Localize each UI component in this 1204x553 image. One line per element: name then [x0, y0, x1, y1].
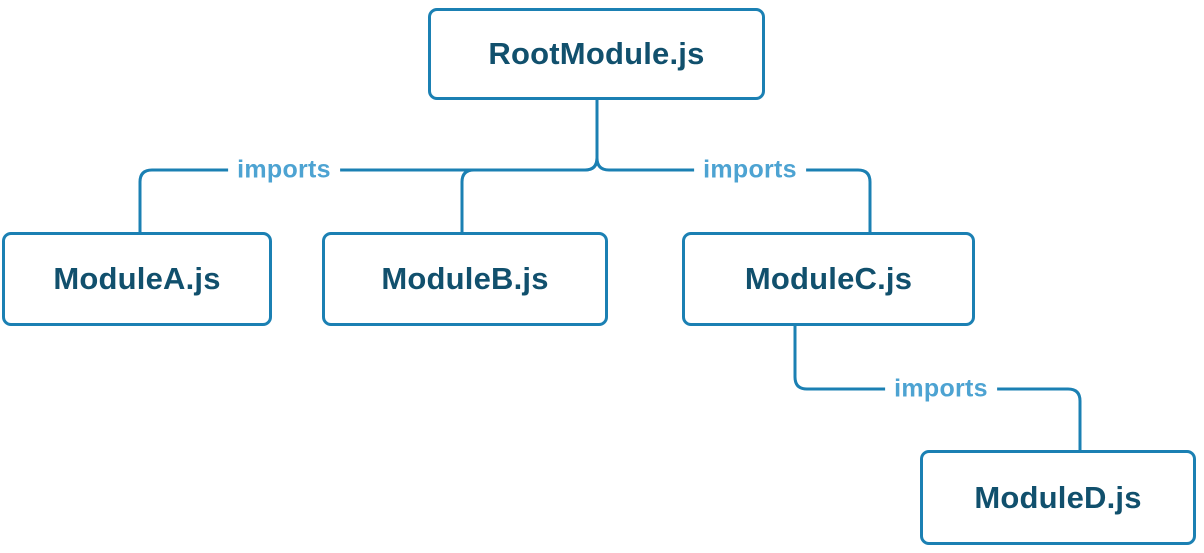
node-modulea-label: ModuleA.js: [53, 261, 221, 296]
node-moduleb: ModuleB.js: [322, 232, 608, 326]
edge-root-to-moduleb: [460, 97, 599, 235]
edge-label-imports-left: imports: [228, 155, 340, 185]
node-moduleb-label: ModuleB.js: [381, 261, 549, 296]
edge-label-imports-bottom: imports: [885, 374, 997, 404]
node-rootmodule: RootModule.js: [428, 8, 765, 100]
node-modulec-label: ModuleC.js: [744, 261, 913, 296]
node-rootmodule-label: RootModule.js: [488, 36, 705, 71]
edge-label-imports-right: imports: [694, 155, 806, 185]
node-moduled-label: ModuleD.js: [974, 479, 1142, 515]
node-modulea: ModuleA.js: [2, 232, 272, 326]
edge-root-to-modulea: [138, 97, 599, 235]
node-modulec: ModuleC.js: [682, 232, 975, 326]
node-moduled: ModuleD.js: [920, 450, 1196, 545]
